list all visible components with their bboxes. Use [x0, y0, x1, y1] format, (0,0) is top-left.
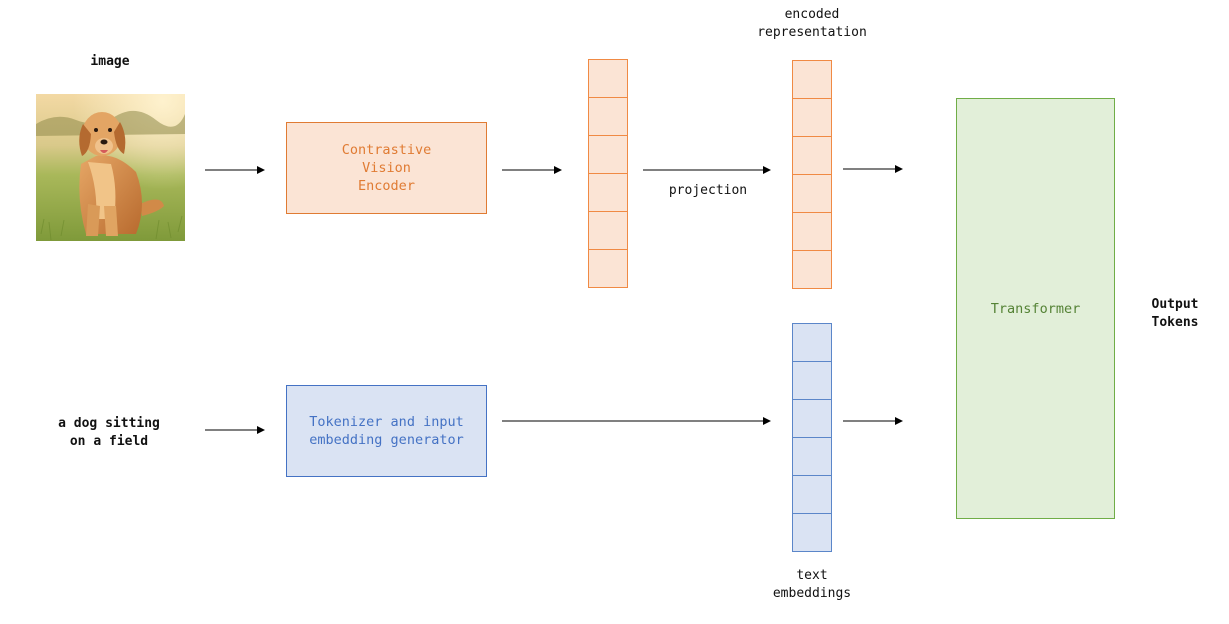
encoded-representation-vector [792, 60, 832, 295]
vector-cell [792, 513, 832, 552]
vector-cell [588, 135, 628, 174]
text-input-label: a dog sitting on a field [58, 416, 160, 449]
vector-cell [792, 212, 832, 251]
vector-cell [792, 399, 832, 438]
tokenizer-box: Tokenizer and input embedding generator [286, 385, 487, 477]
transformer-box: Transformer [956, 98, 1115, 519]
text-embeddings-label: text embeddings [772, 568, 852, 601]
encoded-representation-label: encoded representation [757, 7, 867, 40]
vector-cell [792, 323, 832, 362]
vector-cell [792, 250, 832, 289]
text-embeddings-vector [792, 323, 832, 558]
vector-cell [588, 249, 628, 288]
vector-cell [792, 136, 832, 175]
vector-cell [792, 60, 832, 99]
projection-label: projection [668, 183, 748, 198]
vector-cell [588, 97, 628, 136]
vector-cell [792, 361, 832, 400]
vision-feature-vector [588, 59, 628, 294]
vector-cell [588, 211, 628, 250]
vector-cell [792, 98, 832, 137]
vector-cell [588, 173, 628, 212]
image-label: image [90, 54, 130, 69]
vector-cell [792, 437, 832, 476]
output-tokens-label: Output Tokens [1151, 297, 1199, 330]
dog-photo [36, 94, 185, 241]
vector-cell [792, 475, 832, 514]
vector-cell [588, 59, 628, 98]
vision-encoder-box: Contrastive Vision Encoder [286, 122, 487, 214]
vector-cell [792, 174, 832, 213]
